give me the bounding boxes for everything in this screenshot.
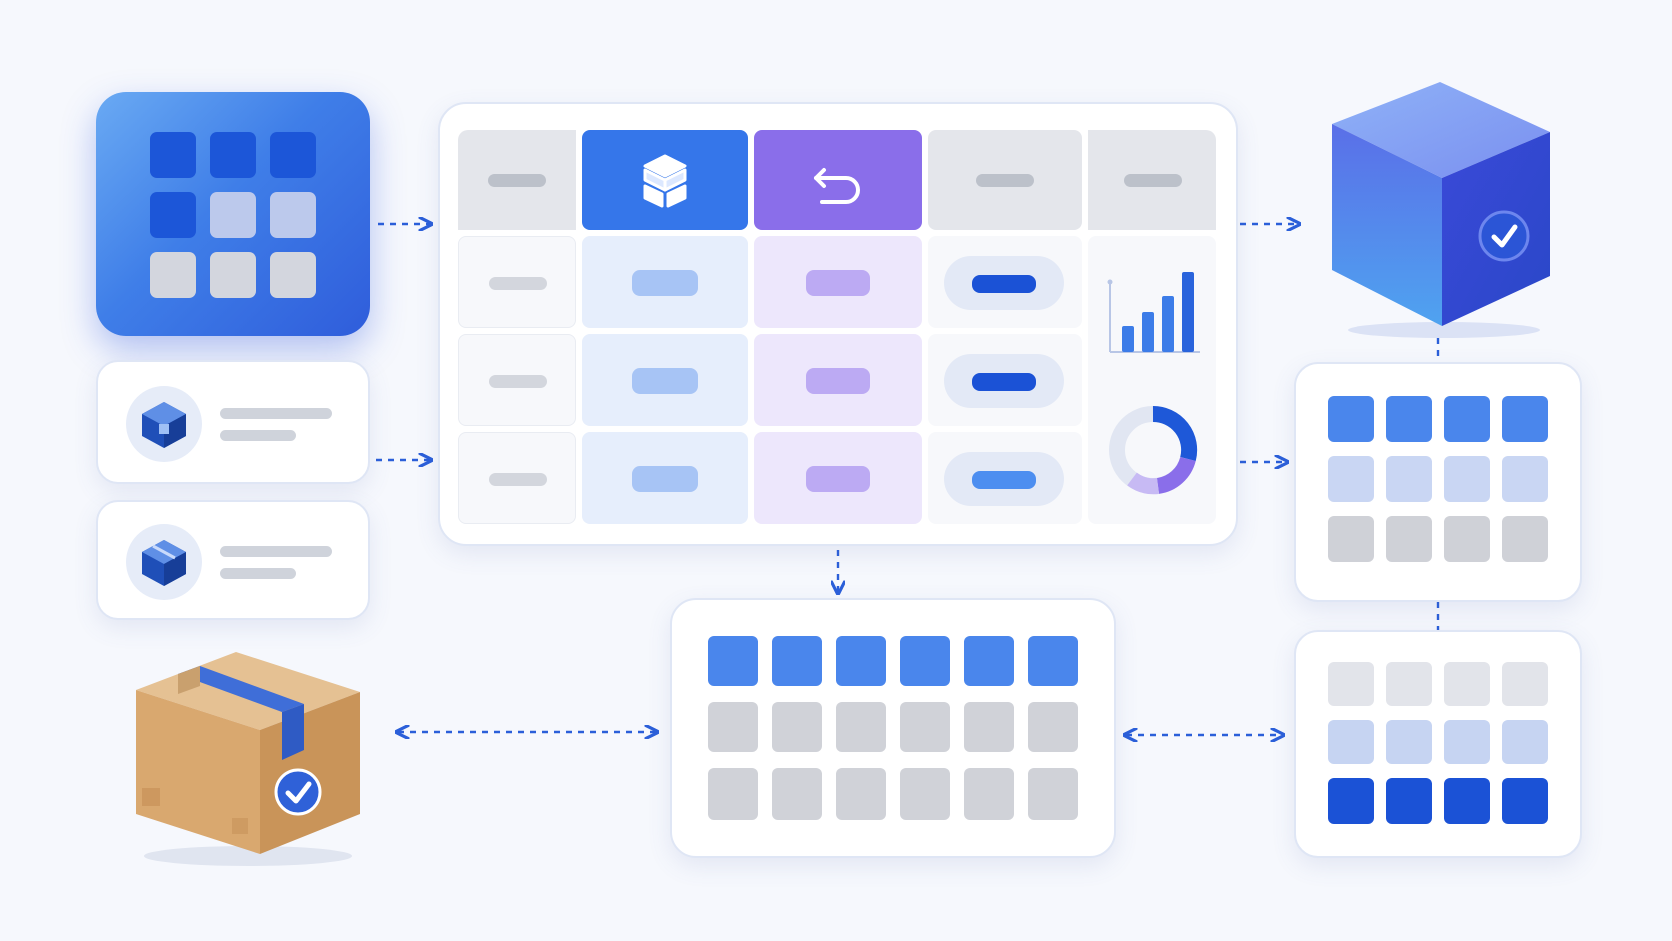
grid-cell[interactable] bbox=[1502, 516, 1548, 562]
grid-cell[interactable] bbox=[1386, 720, 1432, 764]
hub-cell bbox=[270, 192, 316, 238]
hub-cell bbox=[270, 252, 316, 298]
hub-cell bbox=[270, 132, 316, 178]
list-item-text-line bbox=[220, 546, 332, 557]
grid-cell[interactable] bbox=[964, 768, 1014, 820]
list-item-text-line bbox=[220, 568, 296, 579]
grid-cell[interactable] bbox=[1502, 396, 1548, 442]
grid-cell[interactable] bbox=[1444, 516, 1490, 562]
table-header-cell-violet[interactable] bbox=[754, 130, 922, 230]
table-row-3-col-2[interactable] bbox=[582, 432, 748, 524]
grid-cell[interactable] bbox=[708, 768, 758, 820]
hub-cell bbox=[150, 192, 196, 238]
grid-cell[interactable] bbox=[1328, 720, 1374, 764]
grid-cell[interactable] bbox=[964, 702, 1014, 752]
grid-cell[interactable] bbox=[1328, 396, 1374, 442]
grid-cell[interactable] bbox=[836, 636, 886, 686]
central-table-card bbox=[438, 102, 1238, 546]
table-header-cell[interactable] bbox=[458, 130, 576, 230]
hub-grid-card[interactable] bbox=[96, 92, 370, 336]
grid-cell[interactable] bbox=[1028, 636, 1078, 686]
list-item-text-line bbox=[220, 408, 332, 419]
list-item-package-1[interactable] bbox=[96, 360, 370, 484]
right-grid-card-top bbox=[1294, 362, 1582, 602]
hub-cell bbox=[210, 132, 256, 178]
checkmark-icon bbox=[274, 768, 322, 816]
undo-arrow-icon bbox=[814, 168, 860, 204]
grid-cell[interactable] bbox=[1502, 778, 1548, 824]
table-row-3-col-1[interactable] bbox=[458, 432, 576, 524]
grid-cell[interactable] bbox=[836, 702, 886, 752]
grid-cell[interactable] bbox=[1386, 396, 1432, 442]
grid-cell[interactable] bbox=[1502, 720, 1548, 764]
table-row-1-col-2[interactable] bbox=[582, 236, 748, 328]
grid-cell[interactable] bbox=[964, 636, 1014, 686]
bar-chart-icon bbox=[1107, 272, 1200, 353]
table-header-cell[interactable] bbox=[1088, 130, 1216, 230]
grid-cell[interactable] bbox=[1386, 662, 1432, 706]
grid-cell[interactable] bbox=[1502, 662, 1548, 706]
package-icon-badge bbox=[126, 524, 202, 600]
table-header-cell-blue[interactable] bbox=[582, 130, 748, 230]
grid-cell[interactable] bbox=[900, 702, 950, 752]
table-row-2-col-1[interactable] bbox=[458, 334, 576, 426]
table-row-2-col-4[interactable] bbox=[928, 334, 1082, 426]
right-grid-card-bottom bbox=[1294, 630, 1582, 858]
table-row-3-col-4[interactable] bbox=[928, 432, 1082, 524]
table-row-3-col-3[interactable] bbox=[754, 432, 922, 524]
table-row-2-col-2[interactable] bbox=[582, 334, 748, 426]
shipping-box-icon bbox=[136, 652, 360, 866]
grid-cell[interactable] bbox=[772, 768, 822, 820]
hub-cell bbox=[210, 192, 256, 238]
grid-cell[interactable] bbox=[900, 636, 950, 686]
table-row-1-col-1[interactable] bbox=[458, 236, 576, 328]
grid-cell[interactable] bbox=[1328, 456, 1374, 502]
grid-cell[interactable] bbox=[772, 702, 822, 752]
grid-cell[interactable] bbox=[1444, 778, 1490, 824]
grid-cell[interactable] bbox=[1444, 396, 1490, 442]
grid-cell[interactable] bbox=[1386, 778, 1432, 824]
table-header-cell[interactable] bbox=[928, 130, 1082, 230]
package-icon bbox=[142, 540, 186, 586]
hub-cell bbox=[150, 252, 196, 298]
grid-cell[interactable] bbox=[1502, 456, 1548, 502]
grid-cell[interactable] bbox=[1444, 456, 1490, 502]
hub-cell bbox=[210, 252, 256, 298]
donut-chart-icon bbox=[1109, 405, 1198, 495]
table-chart-column bbox=[1088, 236, 1216, 524]
package-icon-badge bbox=[126, 386, 202, 462]
stacked-boxes-icon bbox=[643, 154, 687, 208]
grid-cell[interactable] bbox=[772, 636, 822, 686]
package-icon bbox=[142, 402, 186, 448]
grid-cell[interactable] bbox=[708, 636, 758, 686]
grid-cell[interactable] bbox=[836, 768, 886, 820]
grid-cell[interactable] bbox=[708, 702, 758, 752]
grid-cell[interactable] bbox=[1028, 702, 1078, 752]
grid-cell[interactable] bbox=[1328, 516, 1374, 562]
grid-cell[interactable] bbox=[1386, 516, 1432, 562]
grid-cell[interactable] bbox=[1444, 720, 1490, 764]
3d-cube-icon bbox=[1332, 82, 1550, 338]
table-row-2-col-3[interactable] bbox=[754, 334, 922, 426]
table-row-1-col-3[interactable] bbox=[754, 236, 922, 328]
bottom-grid-card bbox=[670, 598, 1116, 858]
checkmark-icon bbox=[1478, 210, 1530, 262]
list-item-package-2[interactable] bbox=[96, 500, 370, 620]
grid-cell[interactable] bbox=[1328, 662, 1374, 706]
grid-cell[interactable] bbox=[1444, 662, 1490, 706]
table-row-1-col-4[interactable] bbox=[928, 236, 1082, 328]
grid-cell[interactable] bbox=[1328, 778, 1374, 824]
hub-cell bbox=[150, 132, 196, 178]
grid-cell[interactable] bbox=[1028, 768, 1078, 820]
list-item-text-line bbox=[220, 430, 296, 441]
grid-cell[interactable] bbox=[900, 768, 950, 820]
grid-cell[interactable] bbox=[1386, 456, 1432, 502]
